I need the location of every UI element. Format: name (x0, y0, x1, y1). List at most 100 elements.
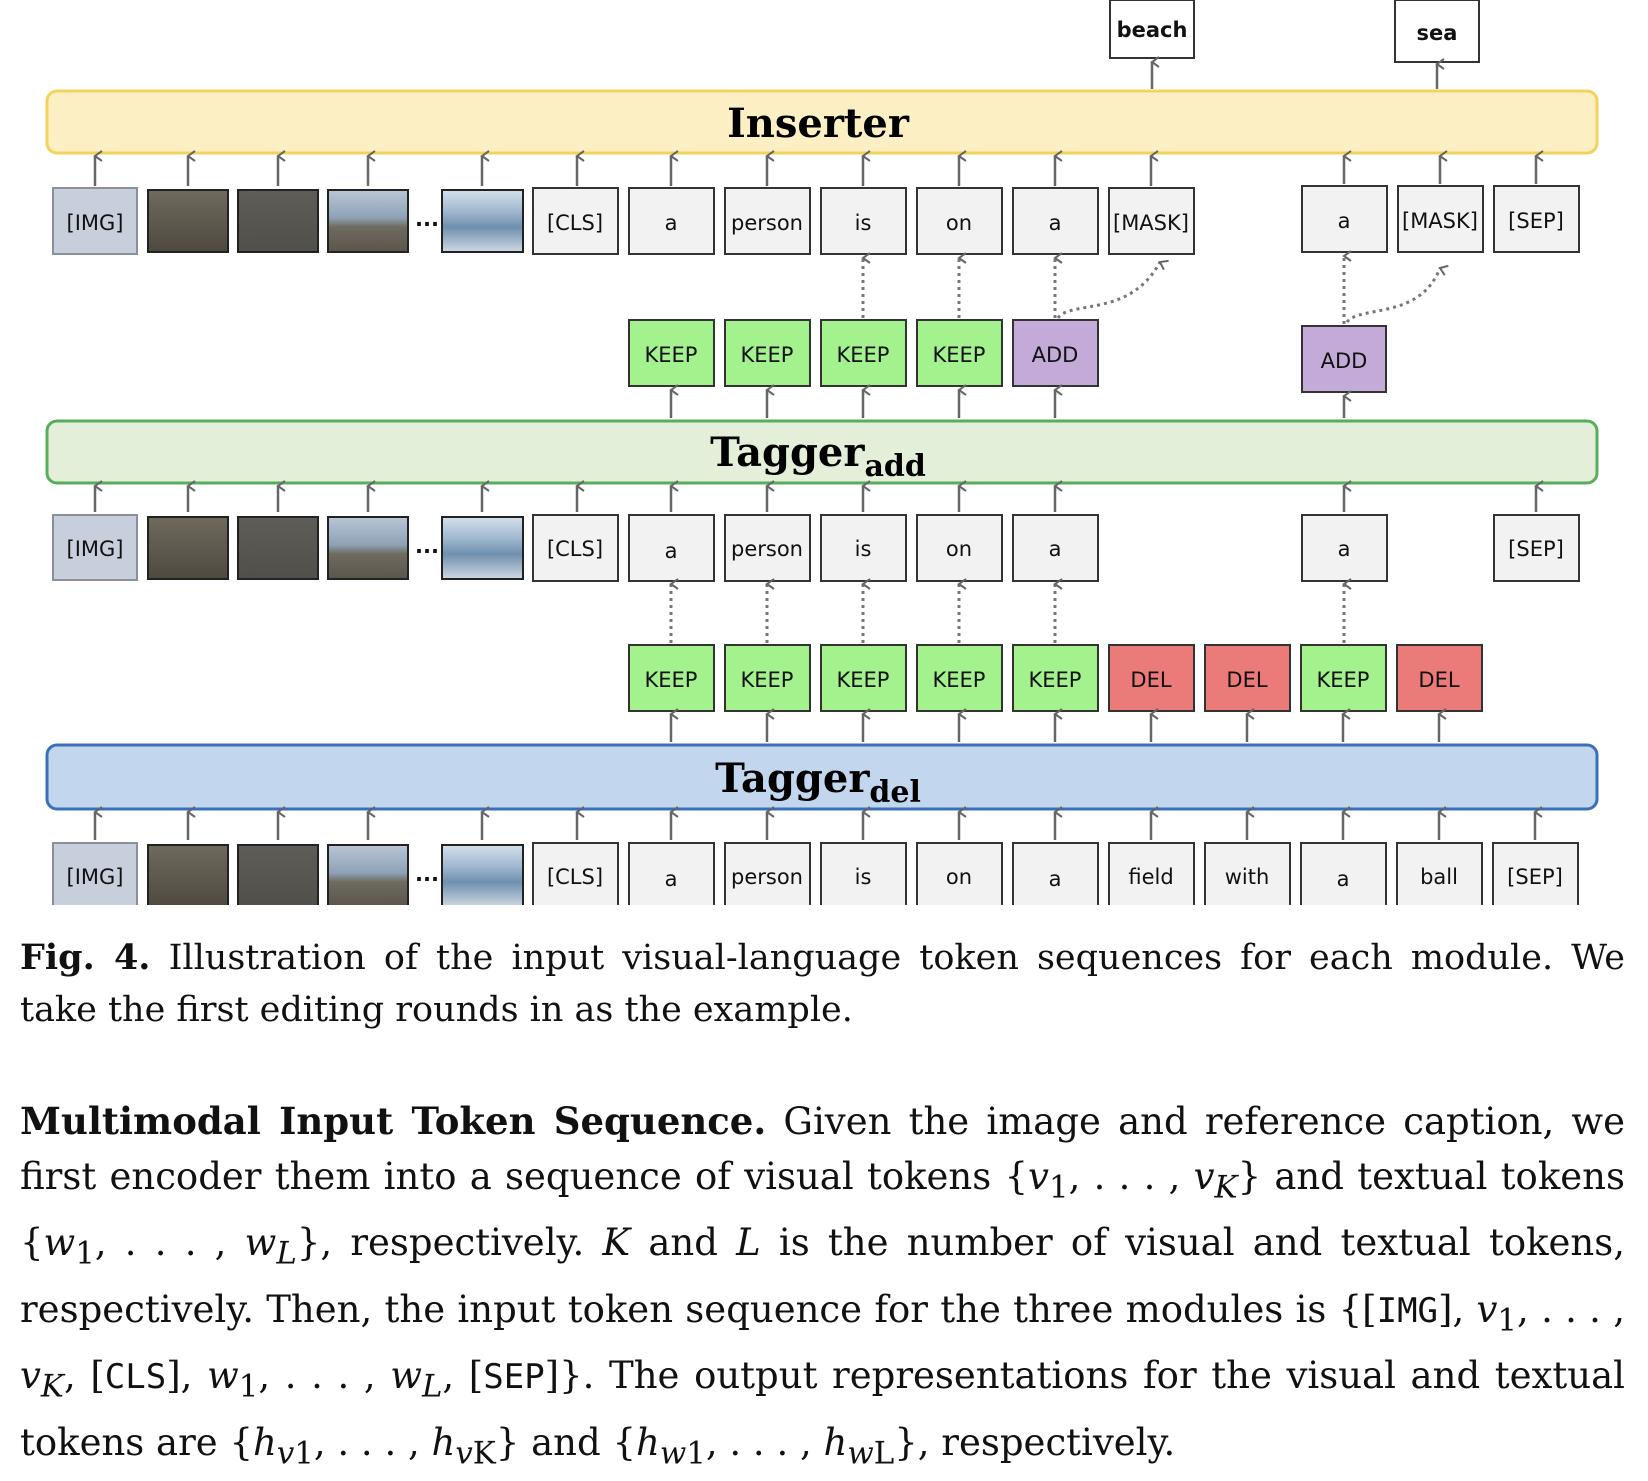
img-token (52, 187, 138, 255)
arrows-from-tagger-del (669, 708, 1447, 742)
text-token (916, 514, 1003, 582)
tag-label: KEEP (741, 343, 794, 367)
paragraph-text: , respectively. (320, 1221, 585, 1265)
token-label: a (665, 211, 678, 235)
add-input-row: [IMG] ... [CLS] a person is on a a [SEP] (52, 514, 1580, 582)
text-token (820, 514, 907, 582)
image-patch-2 (237, 189, 319, 253)
token-label: [CLS] (547, 537, 603, 561)
text-token (1108, 842, 1195, 905)
token-label: a (1049, 211, 1062, 235)
paragraph-text: and (531, 1420, 601, 1464)
sep-token (1493, 185, 1580, 253)
tag-label: KEEP (1029, 668, 1082, 692)
token-label: a (1049, 867, 1062, 891)
figure: Inserter Taggeradd Taggerdel [IMG] ... [… (45, 0, 1599, 905)
del-input-row: [IMG] ... [CLS] a person is on a field w… (52, 842, 1579, 905)
output-token-sea (1394, 0, 1480, 63)
token-label: on (946, 537, 972, 561)
token-label: is (855, 865, 872, 889)
tagger-del-box (45, 743, 1599, 811)
ellipsis: ... (415, 534, 439, 558)
inserter-label: Inserter (727, 100, 910, 147)
text-token (1300, 842, 1387, 905)
token-label: a (1337, 867, 1350, 891)
del-tag (1108, 644, 1195, 712)
paragraph-text: and textual tokens (1274, 1155, 1625, 1198)
token-label: [IMG] (67, 211, 124, 235)
paragraph-text: is the number of visual and textual toke… (20, 1221, 1625, 1331)
image-patch-1 (147, 189, 229, 253)
token-label: person (731, 865, 803, 889)
tag-label: KEEP (645, 343, 698, 367)
inserter-box (45, 89, 1599, 155)
text-token (1301, 514, 1388, 582)
dotted-arrows-del (669, 578, 1352, 643)
tag-label: KEEP (933, 668, 986, 692)
caption-label: Fig. 4. (20, 937, 151, 978)
token-label: on (946, 865, 972, 889)
add-tags-row: KEEP KEEP KEEP KEEP ADD ADD (628, 319, 1387, 393)
image-patch-3 (327, 189, 409, 253)
tag-label: KEEP (837, 668, 890, 692)
text-token (820, 842, 907, 905)
img-token (52, 842, 138, 905)
ellipsis: ... (415, 862, 439, 886)
figure-caption: Fig. 4. Illustration of the input visual… (20, 932, 1625, 1036)
image-patch-3 (327, 516, 409, 580)
image-patch-1 (147, 844, 229, 905)
keep-tag (820, 319, 907, 387)
text-token (724, 842, 811, 905)
inserter-input-row: [IMG] ... [CLS] a person is on a [MASK] … (52, 185, 1580, 255)
token-label: [SEP] (1507, 865, 1563, 889)
tag-label: KEEP (741, 668, 794, 692)
image-patch-1 (147, 516, 229, 580)
tag-label: ADD (1032, 343, 1079, 367)
tag-label: DEL (1226, 668, 1267, 692)
tag-label: DEL (1130, 668, 1171, 692)
paragraph-text: Given the image and reference caption, w… (20, 1100, 1626, 1198)
token-label: [MASK] (1402, 209, 1478, 233)
text-token (628, 187, 715, 255)
keep-tag (628, 644, 715, 712)
del-tags-row: KEEP KEEP KEEP KEEP KEEP DEL DEL KEEP DE… (628, 644, 1483, 712)
image-patch-2 (237, 516, 319, 580)
token-label: is (855, 211, 872, 235)
paragraph: Multimodal Input Token Sequence. Given t… (20, 1099, 1626, 1471)
tag-label: KEEP (1317, 668, 1370, 692)
text-token (820, 187, 907, 255)
image-patch-3 (327, 844, 409, 905)
arrows-to-tagger-add (93, 480, 1544, 512)
arrows-inserter-output (1150, 56, 1445, 89)
del-tag (1204, 644, 1291, 712)
token-label: a (665, 867, 678, 891)
token-label: [CLS] (547, 865, 603, 889)
tag-label: ADD (1321, 349, 1368, 373)
text-token (1396, 842, 1483, 905)
output-label: beach (1117, 18, 1188, 42)
caption-text: Illustration of the input visual-languag… (20, 938, 1625, 1030)
output-label: sea (1417, 21, 1458, 45)
arrows-to-tagger-del (93, 806, 1543, 840)
token-label: a (1049, 537, 1062, 561)
text-token (1012, 514, 1099, 582)
token-label: [SEP] (1508, 537, 1564, 561)
tagger-add-box (45, 419, 1599, 485)
text-token (532, 842, 619, 905)
text-token (1012, 187, 1099, 255)
image-patch-k (441, 516, 524, 580)
token-label: [IMG] (67, 865, 124, 889)
sep-token (1492, 842, 1579, 905)
text-token (532, 514, 619, 582)
tagger-add-label: Taggeradd (710, 429, 926, 484)
token-label: on (946, 211, 972, 235)
text-token (628, 842, 715, 905)
paragraph-text: , respectively. (917, 1420, 1176, 1464)
token-label: a (665, 539, 678, 563)
keep-tag (916, 644, 1003, 712)
text-token (1204, 842, 1291, 905)
keep-tag (820, 644, 907, 712)
ellipsis: ... (415, 207, 439, 231)
keep-tag (724, 644, 811, 712)
arrows-to-inserter (93, 150, 1544, 186)
